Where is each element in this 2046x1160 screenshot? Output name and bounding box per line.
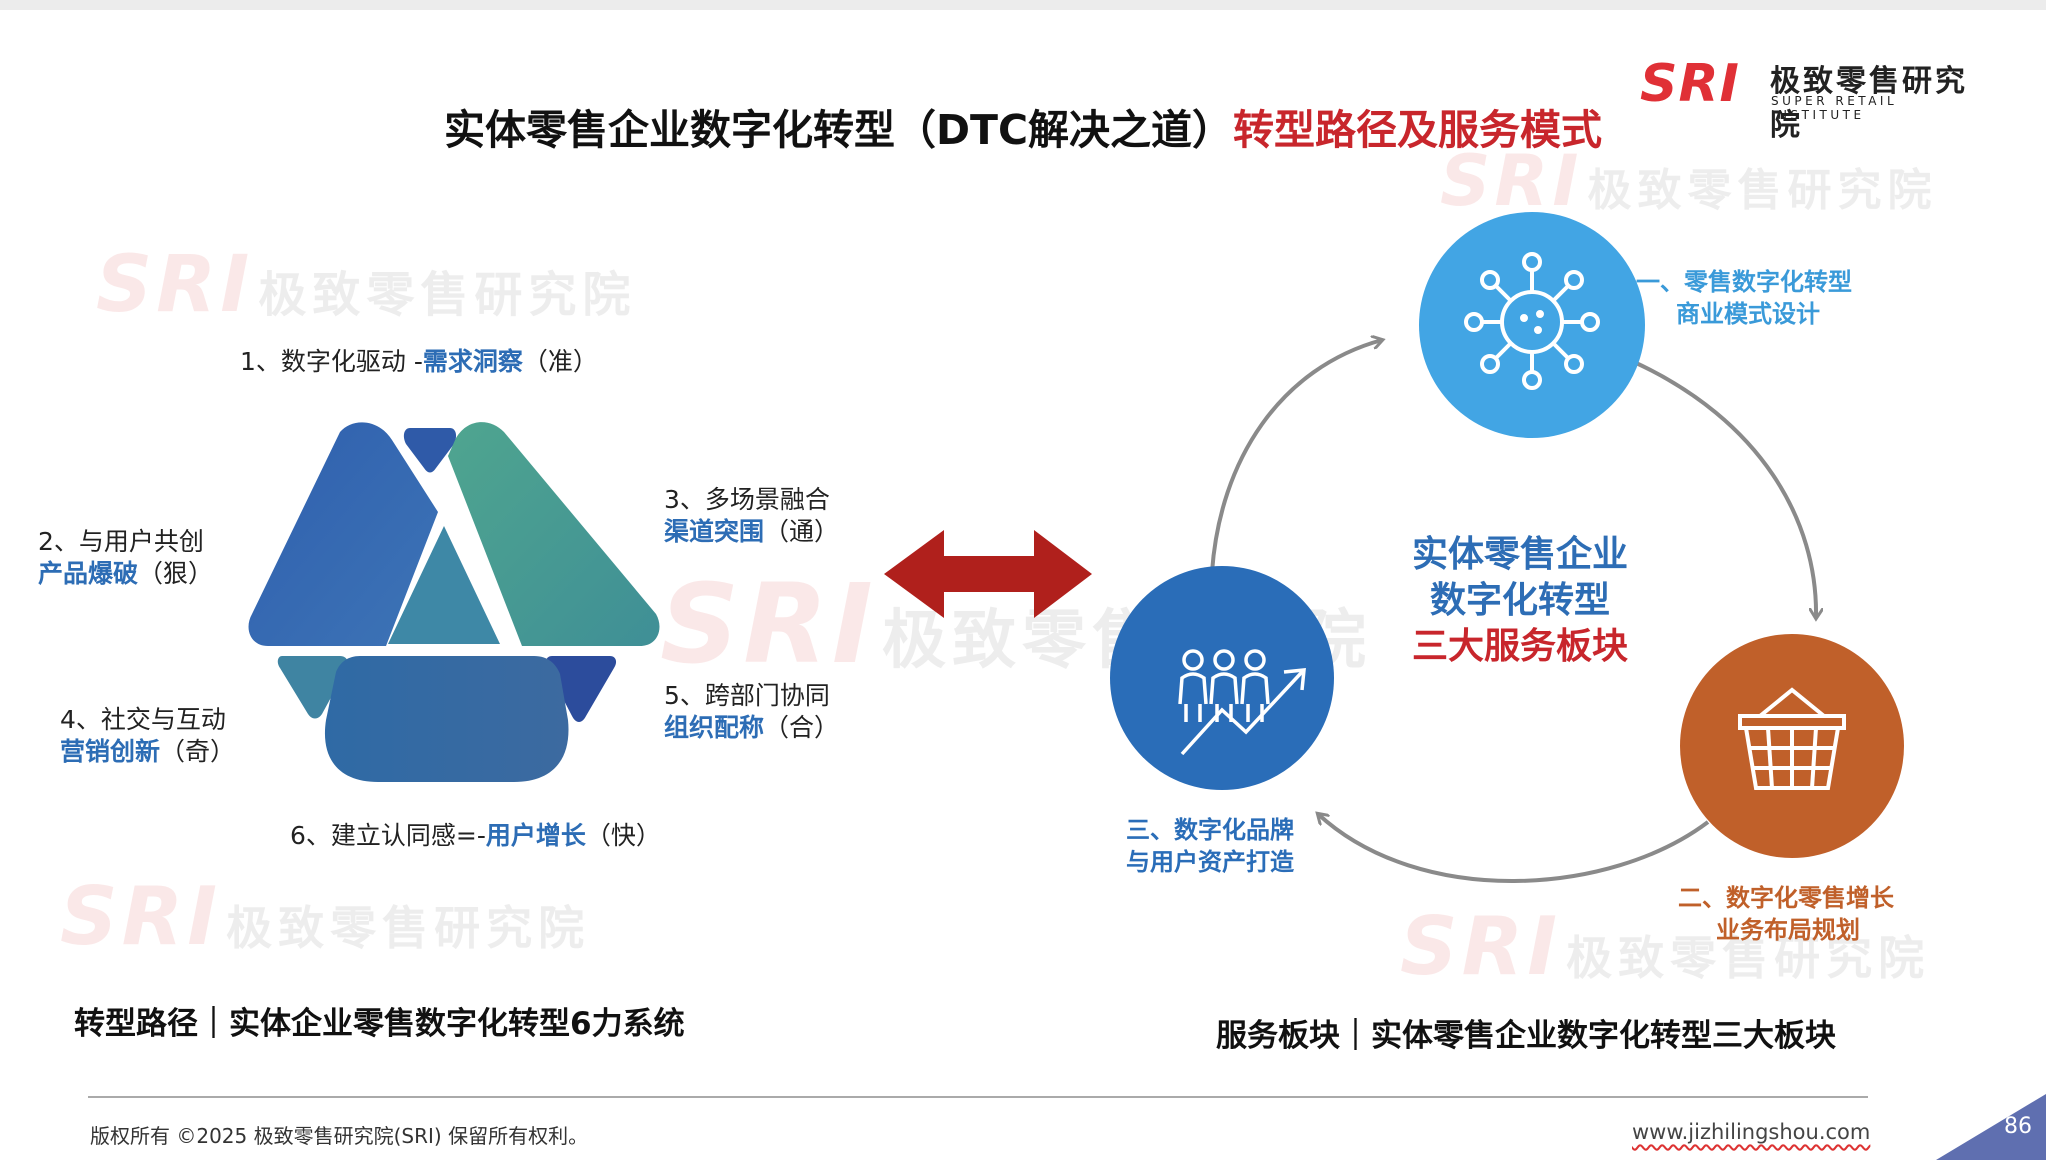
website-link[interactable]: www.jizhilingshou.com (1632, 1120, 1871, 1144)
cycle-arrows (1210, 340, 1816, 883)
service-label-3: 三、数字化品牌 与用户资产打造 (1126, 816, 1294, 876)
cycle-arrow-to-right (1633, 360, 1816, 618)
force-item-6: 6、建立认同感=-用户增长（快） (290, 821, 661, 850)
basket-icon (1738, 687, 1846, 790)
service-label-1: 一、零售数字化转型 商业模式设计 (1636, 268, 1852, 328)
service-circle-top (1419, 212, 1645, 438)
service-label-2: 二、数字化零售增长 业务布局规划 (1678, 884, 1894, 944)
cycle-center-text: 实体零售企业 数字化转型 三大服务板块 (1411, 534, 1628, 667)
mosaic-piece-left (248, 422, 438, 646)
cycle-arrow-to-top (1210, 340, 1382, 573)
mosaic-piece-small-left (277, 656, 348, 719)
copyright-text: 版权所有 ©2025 极致零售研究院(SRI) 保留所有权利。 (90, 1124, 589, 1148)
double-arrow (884, 530, 1092, 618)
force-item-2: 2、与用户共创 产品爆破（狠） (38, 527, 214, 588)
six-force-mosaic (248, 422, 660, 782)
title-highlight: 转型路径及服务模式 (1233, 106, 1603, 154)
mosaic-piece-bottom (324, 656, 569, 782)
footer-divider (88, 1096, 1868, 1098)
force-item-3: 3、多场景融合 渠道突围（通） (664, 485, 840, 546)
right-caption: 服务板块｜实体零售企业数字化转型三大板块 (1216, 1018, 1836, 1054)
people-growth-icon (1178, 649, 1306, 756)
top-bar (0, 0, 2046, 10)
mosaic-piece-top-small (403, 428, 457, 473)
network-icon (1464, 252, 1600, 390)
force-item-5: 5、跨部门协同 组织配称（合） (664, 681, 840, 742)
mosaic-piece-center (388, 526, 500, 644)
service-circle-left (1110, 566, 1334, 790)
sri-logo: SRI 极致零售研究院 SUPER RETAIL INSTITUTE (1640, 54, 1968, 143)
left-caption: 转型路径｜实体企业零售数字化转型6力系统 (74, 1006, 685, 1042)
force-item-4: 4、社交与互动 营销创新（奇） (60, 705, 236, 766)
mosaic-piece-small-right (545, 656, 617, 722)
page-number: 86 (2004, 1114, 2032, 1139)
page-title: 实体零售企业数字化转型（DTC解决之道）转型路径及服务模式 (443, 106, 1603, 154)
page-number-badge: 86 (1936, 1094, 2046, 1160)
cycle-arrow-to-left (1318, 814, 1710, 883)
mosaic-piece-right (448, 422, 660, 646)
force-item-1: 1、数字化驱动 -需求洞察（准） (240, 347, 598, 376)
